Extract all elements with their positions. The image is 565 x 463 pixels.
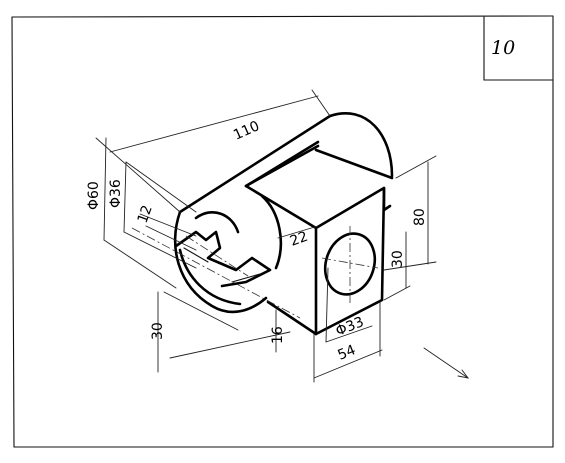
mounting-plate [244,144,392,336]
dim-slot-width-label: 12 [135,203,156,225]
sheet-frame [11,15,554,448]
dim-plate-width-label: 54 [336,342,359,364]
dimension-lines [95,89,470,383]
dim-outer-diameter-label: Φ60 [86,181,102,210]
sheet-number: 10 [491,37,515,59]
sheet-number-box [483,16,554,81]
dim-axis-height-label: 30 [150,322,166,340]
dim-inner-diameter-label: Φ36 [108,179,124,208]
dim-plate-offset-label: 16 [270,326,286,344]
dim-hole-diameter-label: Φ33 [334,314,367,340]
dim-plate-height-label: 80 [412,208,428,226]
slot-cutout [174,230,272,288]
dim-hole-center-height-label: 30 [390,250,406,268]
center-lines [131,226,379,319]
dim-plate-thickness-label: 22 [288,229,310,250]
dim-length-label: 110 [231,118,262,143]
cylinder-body [173,112,394,314]
